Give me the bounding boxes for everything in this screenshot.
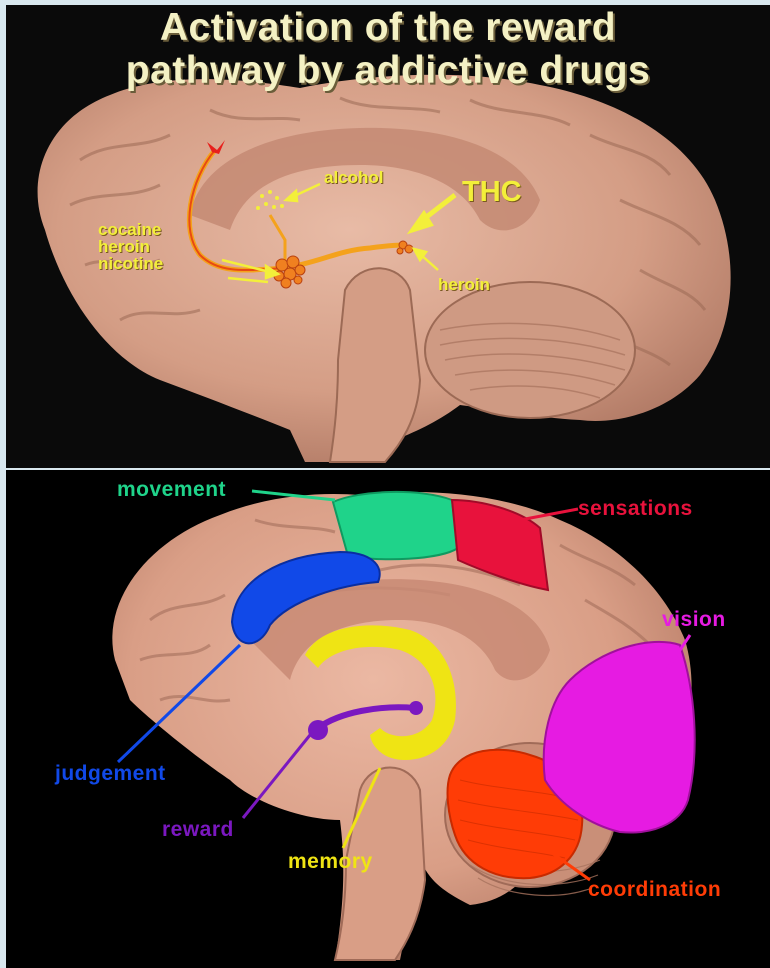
label-sensations: sensations: [578, 497, 693, 521]
label-reward: reward: [162, 818, 234, 842]
region-movement: [333, 492, 458, 559]
label-judgement: judgement: [55, 762, 166, 786]
label-vision: vision: [662, 608, 726, 632]
label-coordination: coordination: [588, 878, 721, 902]
reward-node-left: [308, 720, 328, 740]
label-movement: movement: [117, 478, 226, 502]
reward-node-right: [409, 701, 423, 715]
label-memory: memory: [288, 850, 373, 874]
